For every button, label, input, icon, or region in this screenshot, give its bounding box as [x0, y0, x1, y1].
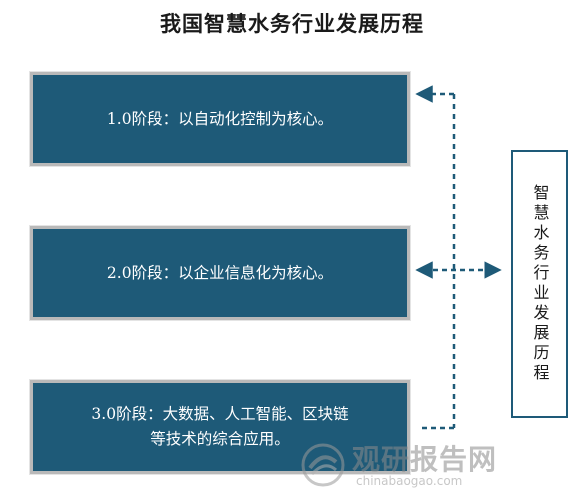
diagram-title: 我国智慧水务行业发展历程 [160, 11, 424, 36]
watermark-name: 观研报告网 [352, 443, 498, 476]
stage-label-3: 3.0阶段：大数据、人工智能、区块链 等技术的综合应用。 [91, 405, 349, 448]
stage-box-1: 1.0阶段：以自动化控制为核心。 [30, 72, 410, 166]
side-label-box: 智慧水务行业发展历程 [511, 150, 568, 418]
stage-box-2: 2.0阶段：以企业信息化为核心。 [30, 226, 410, 320]
stage-box-3: 3.0阶段：大数据、人工智能、区块链 等技术的综合应用。 [30, 380, 410, 474]
stage-label-2: 2.0阶段：以企业信息化为核心。 [106, 263, 334, 282]
side-label: 智慧水务行业发展历程 [530, 184, 550, 384]
watermark-url: chinabaogao.com [356, 474, 463, 488]
watermark-logo-icon [301, 443, 345, 487]
watermark: 观研报告网 chinabaogao.com [300, 438, 570, 494]
stage-label-1: 1.0阶段：以自动化控制为核心。 [106, 109, 334, 128]
